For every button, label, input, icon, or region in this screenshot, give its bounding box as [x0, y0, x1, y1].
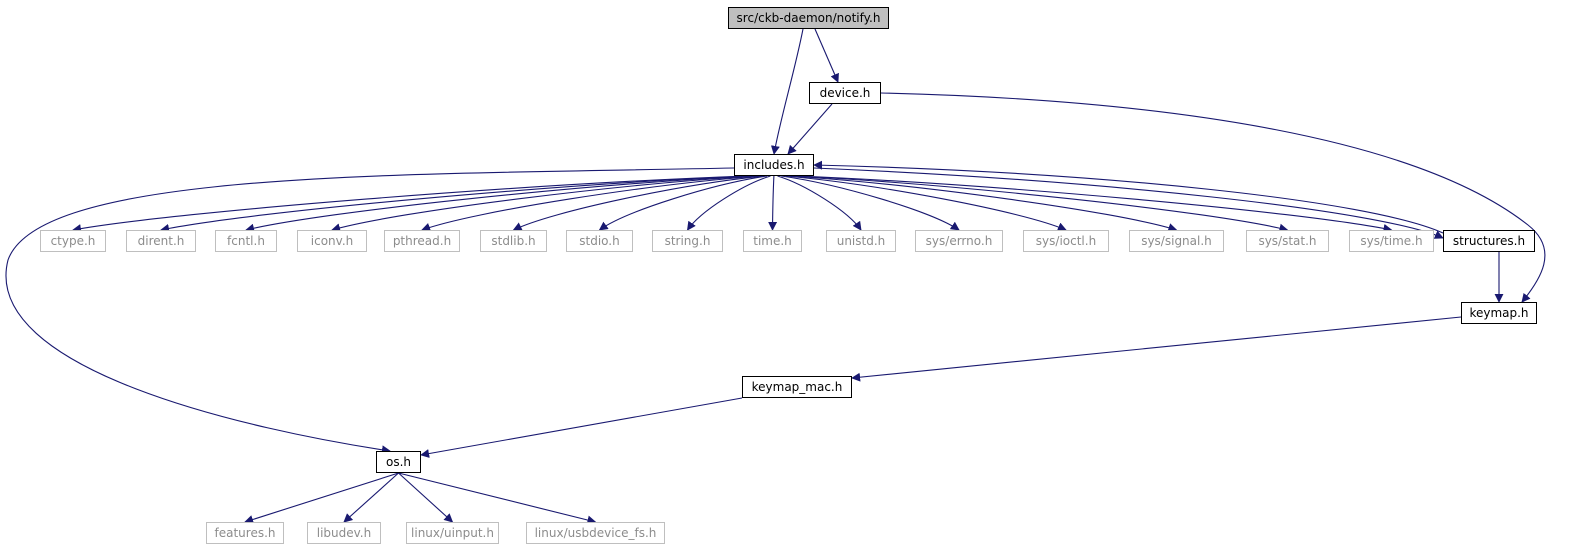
node-unistd-h: unistd.h	[826, 230, 896, 252]
node-sys-time-h: sys/time.h	[1349, 230, 1434, 252]
edge-structures-to-includes	[813, 160, 1444, 234]
node-sys-signal-h: sys/signal.h	[1129, 230, 1224, 252]
node-includes-h[interactable]: includes.h	[734, 154, 814, 176]
node-notify-h: src/ckb-daemon/notify.h	[728, 7, 889, 29]
node-linux-uinput-h: linux/uinput.h	[406, 522, 499, 544]
node-pthread-h: pthread.h	[384, 230, 460, 252]
node-fcntl-h: fcntl.h	[215, 230, 277, 252]
edge-keymap-mac-to-os	[420, 397, 743, 459]
node-features-h: features.h	[206, 522, 284, 544]
edge-notify-to-includes	[770, 28, 804, 155]
edge-includes-to-sys-ioctl	[785, 175, 1067, 231]
edge-notify-to-device	[814, 28, 839, 83]
node-string-h: string.h	[652, 230, 723, 252]
node-sys-errno-h: sys/errno.h	[915, 230, 1003, 252]
edge-includes-to-sys-errno	[781, 175, 960, 231]
node-iconv-h: iconv.h	[297, 230, 367, 252]
edge-includes-to-sys-stat	[794, 175, 1289, 233]
edge-includes-to-sys-time	[798, 175, 1393, 233]
node-keymap-h[interactable]: keymap.h	[1461, 302, 1537, 324]
node-ctype-h: ctype.h	[40, 230, 106, 252]
edge-includes-to-structures	[813, 167, 1444, 239]
edge-includes-to-stdlib	[512, 175, 764, 231]
node-sys-ioctl-h: sys/ioctl.h	[1023, 230, 1109, 252]
node-dirent-h: dirent.h	[126, 230, 196, 252]
node-stdlib-h: stdlib.h	[480, 230, 547, 252]
edge-os-to-linux-usbdevice-fs	[398, 472, 597, 525]
edge-includes-to-unistd	[777, 175, 862, 231]
edge-includes-to-stdio	[598, 175, 768, 231]
edge-includes-to-sys-signal	[790, 175, 1178, 232]
node-linux-usbdevice-fs-h: linux/usbdevice_fs.h	[526, 522, 665, 544]
edge-includes-to-pthread	[421, 175, 760, 232]
edge-includes-to-iconv	[331, 175, 757, 233]
edge-os-to-features	[244, 472, 399, 524]
node-stdio-h: stdio.h	[566, 230, 633, 252]
edge-keymap-to-keymap-mac	[851, 316, 1462, 382]
node-os-h[interactable]: os.h	[376, 451, 421, 473]
edge-device-to-keymap	[880, 92, 1546, 303]
node-sys-stat-h: sys/stat.h	[1246, 230, 1329, 252]
edge-os-to-linux-uinput	[398, 472, 454, 523]
node-structures-h[interactable]: structures.h	[1443, 230, 1535, 252]
edge-includes-to-string	[686, 175, 771, 231]
edge-device-to-includes	[787, 103, 833, 155]
node-keymap-mac-h[interactable]: keymap_mac.h	[742, 376, 852, 398]
edge-includes-to-dirent	[160, 175, 750, 233]
node-libudev-h: libudev.h	[307, 522, 381, 544]
edge-includes-to-time	[768, 175, 778, 231]
node-device-h[interactable]: device.h	[809, 82, 881, 104]
edge-includes-to-fcntl	[245, 175, 753, 233]
node-time-h: time.h	[743, 230, 802, 252]
edge-includes-to-ctype	[72, 175, 747, 233]
edge-includes-to-os	[5, 167, 735, 455]
edge-os-to-libudev	[343, 472, 399, 523]
